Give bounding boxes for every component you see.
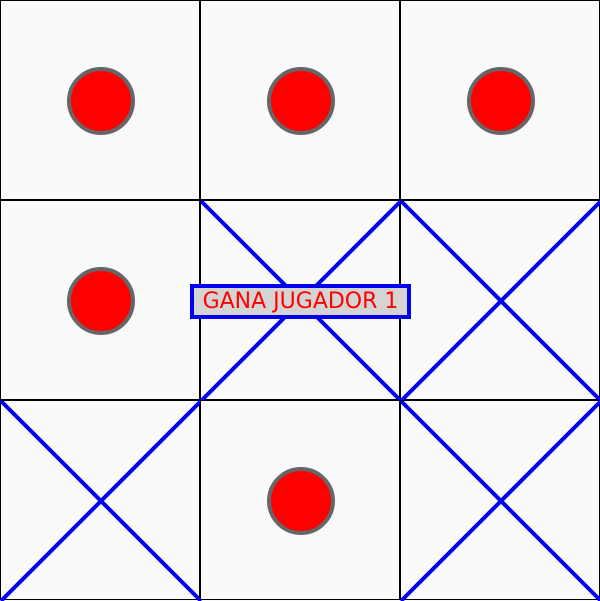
circle-piece — [67, 267, 135, 335]
cross-piece — [399, 399, 600, 601]
board-cell[interactable] — [400, 0, 600, 200]
board-cell[interactable] — [399, 399, 600, 601]
board-cell[interactable] — [399, 199, 600, 403]
cross-piece — [0, 399, 203, 601]
cross-piece — [399, 199, 600, 403]
board-cell[interactable] — [0, 399, 203, 601]
board-cell[interactable] — [0, 0, 200, 200]
circle-piece — [267, 467, 335, 535]
winner-text: GANA JUGADOR 1 — [202, 289, 399, 314]
board-cell[interactable] — [200, 400, 400, 600]
winner-banner: GANA JUGADOR 1 — [190, 284, 411, 319]
circle-piece — [67, 67, 135, 135]
circle-piece — [267, 67, 335, 135]
board-cell[interactable] — [0, 200, 200, 400]
circle-piece — [467, 67, 535, 135]
board-cell[interactable] — [200, 0, 400, 200]
